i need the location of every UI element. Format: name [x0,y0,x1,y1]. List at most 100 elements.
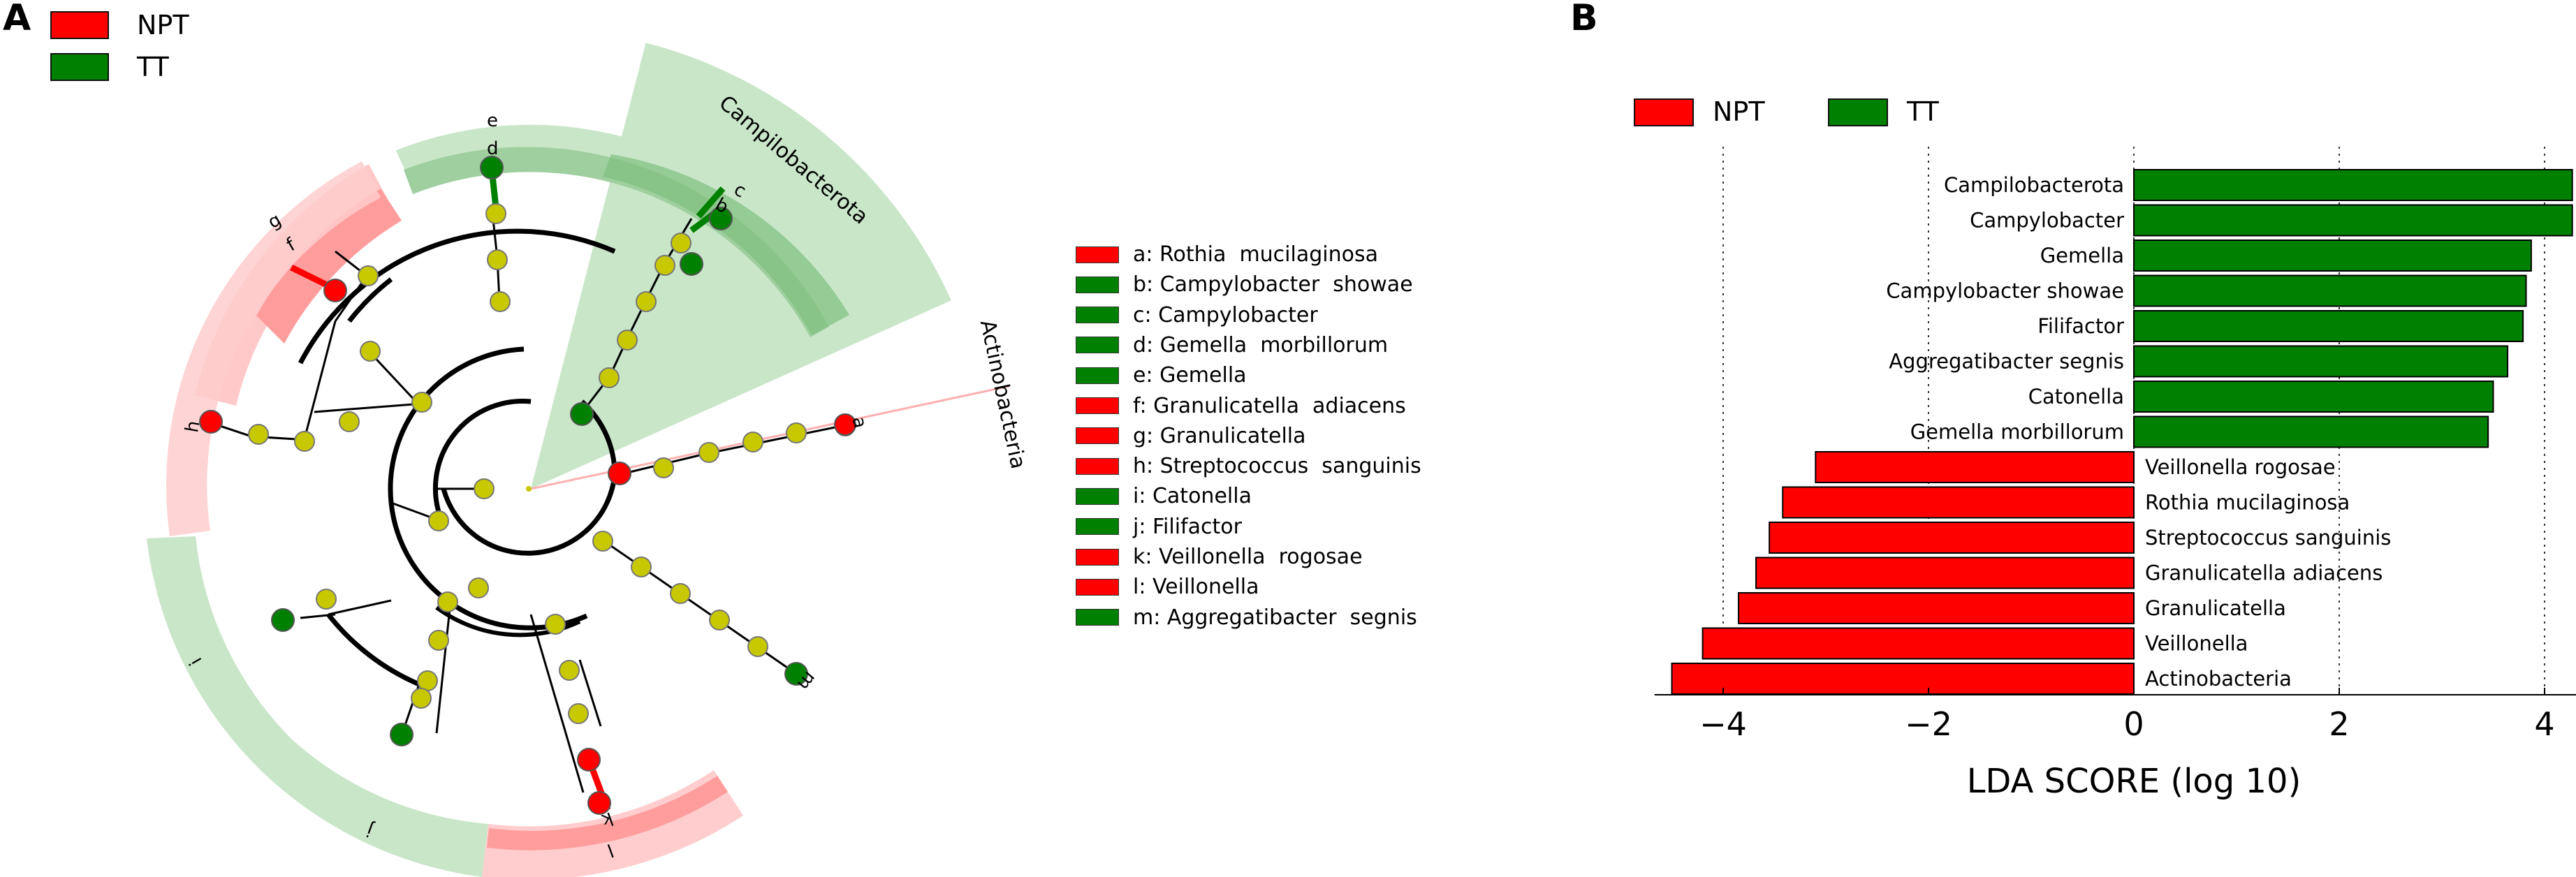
taxa-key-swatch-l [1076,578,1119,596]
branch-arc-upper2 [347,277,393,323]
taxa-key-swatch-a [1076,246,1119,263]
branch-arc-inner2 [441,474,617,556]
bar-1 [2133,204,2573,237]
taxa-key-label-g: g: Granulicatella [1133,423,1306,448]
bar-label-5: Aggregatibacter segnis [1889,350,2124,374]
taxa-key-item-c: c: Campylobacter [1076,303,1318,327]
taxa-key-swatch-f [1076,397,1119,414]
branch-arc-upper [298,228,616,364]
branch-campylobacter-b [696,186,726,219]
taxa-key-label-e: e: Gemella [1133,363,1247,388]
panel-a-legend-npt-swatch [50,11,109,39]
taxa-key-label-c: c: Campylobacter [1133,302,1318,327]
taxa-key-label-d: d: Gemella morbillorum [1133,332,1389,358]
bar-label-9: Rothia mucilaginosa [2145,491,2350,515]
taxa-key-swatch-d [1076,337,1119,354]
clade-shade-streptococcus [166,161,381,536]
bar-label-2: Gemella [2040,244,2124,267]
taxa-key-swatch-h [1076,457,1119,475]
branch-arc-bottom [326,612,420,687]
cladogram [147,43,1010,877]
bar-label-0: Campilobacterota [1944,173,2124,197]
bar-7 [2133,415,2489,448]
panel-a-letter: A [3,0,31,39]
taxa-key-item-j: j: Filifactor [1076,515,1242,539]
taxa-key-item-g: g: Granulicatella [1076,424,1306,448]
taxa-key-label-l: l: Veillonella [1133,575,1259,600]
taxa-key-swatch-e [1076,367,1119,384]
bar-label-3: Campylobacter showae [1886,279,2124,303]
bar-5 [2133,345,2509,378]
branch-arc-inner [432,398,532,522]
bar-label-7: Gemella morbillorum [1910,420,2124,444]
taxa-key-label-j: j: Filifactor [1133,514,1242,539]
panel-a-legend-npt: NPT [50,10,189,40]
bar-6 [2133,381,2494,413]
bar-legend-swatch-1 [1828,98,1888,126]
panel-a-legend-tt: TT [50,52,169,82]
taxa-key-label-m: m: Aggregatibacter segnis [1133,605,1417,630]
bar-legend-label-1: TT [1906,96,1940,127]
taxa-key-swatch-k [1076,548,1119,566]
bar-label-13: Veillonella [2145,632,2248,656]
taxa-key-swatch-i [1076,487,1119,505]
x-tick-label-1: −2 [1905,705,1952,743]
taxa-key-label-k: k: Veillonella rogosae [1133,545,1363,569]
taxa-key-item-d: d: Gemella morbillorum [1076,333,1388,358]
taxa-key-label-f: f: Granulicatella adiacens [1133,393,1406,418]
bar-label-6: Catonella [2028,385,2124,408]
clade-shade-campylobacter [603,154,849,335]
bar-14 [1671,663,2135,695]
taxa-key-item-l: l: Veillonella [1076,575,1259,599]
taxa-key-label-h: h: Streptococcus sanguinis [1133,454,1421,479]
taxa-key-swatch-m [1076,609,1119,626]
bar-9 [1782,486,2135,519]
bar-0 [2133,169,2573,201]
taxa-key-item-k: k: Veillonella rogosae [1076,545,1363,569]
bar-3 [2133,274,2527,307]
bar-legend-swatch-0 [1634,98,1694,126]
bar-13 [1702,627,2135,660]
cladogram-nodes-tt [271,156,808,746]
clade-shade-veillonella-rogosae [487,776,728,850]
taxa-key-item-m: m: Aggregatibacter segnis [1076,605,1417,630]
clade-shade-granulicatella-dark [256,189,402,344]
cladogram-nodes-yellow [248,203,856,724]
bar-12 [1738,592,2135,624]
panel-a-legend-tt-swatch [50,53,109,81]
bar-10 [1769,522,2135,554]
taxa-key-item-a: a: Rothia mucilaginosa [1076,242,1378,267]
panel-a-legend-npt-label: NPT [137,10,189,40]
taxa-key-item-e: e: Gemella [1076,363,1247,388]
bar-label-14: Actinobacteria [2145,667,2292,691]
bar-label-12: Granulicatella [2145,596,2286,620]
bar-label-10: Streptococcus sanguinis [2145,526,2391,550]
x-tick-label-2: 0 [2123,705,2144,743]
x-tick-label-0: −4 [1699,705,1747,743]
taxa-key-swatch-c [1076,307,1119,324]
node-letter-e: e [487,110,498,131]
node-letter-d: d [487,138,499,159]
bar-label-4: Filifactor [2037,314,2124,338]
taxa-key-label-i: i: Catonella [1133,484,1252,509]
taxa-key-item-i: i: Catonella [1076,484,1252,508]
x-axis-title: LDA SCORE (log 10) [1967,762,2301,801]
bar-label-1: Campylobacter [1970,209,2124,233]
panel-a-legend-tt-label: TT [137,52,169,82]
taxa-key-item-b: b: Campylobacter showae [1076,272,1413,297]
panel-b-letter: B [1570,0,1598,39]
taxa-key-swatch-g [1076,427,1119,445]
bar-4 [2133,310,2524,342]
bar-legend-label-0: NPT [1713,96,1765,127]
bar-label-8: Veillonella rogosae [2145,455,2336,479]
bar-8 [1815,451,2135,483]
cladogram-nodes-npt [199,279,856,815]
clade-shade-catonella [147,536,292,769]
bar-11 [1755,557,2135,589]
x-tick-label-3: 2 [2329,705,2349,743]
taxa-key-swatch-j [1076,518,1119,536]
taxa-key-item-h: h: Streptococcus sanguinis [1076,454,1421,478]
bar-label-11: Granulicatella adiacens [2145,561,2383,585]
taxa-key-swatch-b [1076,276,1119,293]
